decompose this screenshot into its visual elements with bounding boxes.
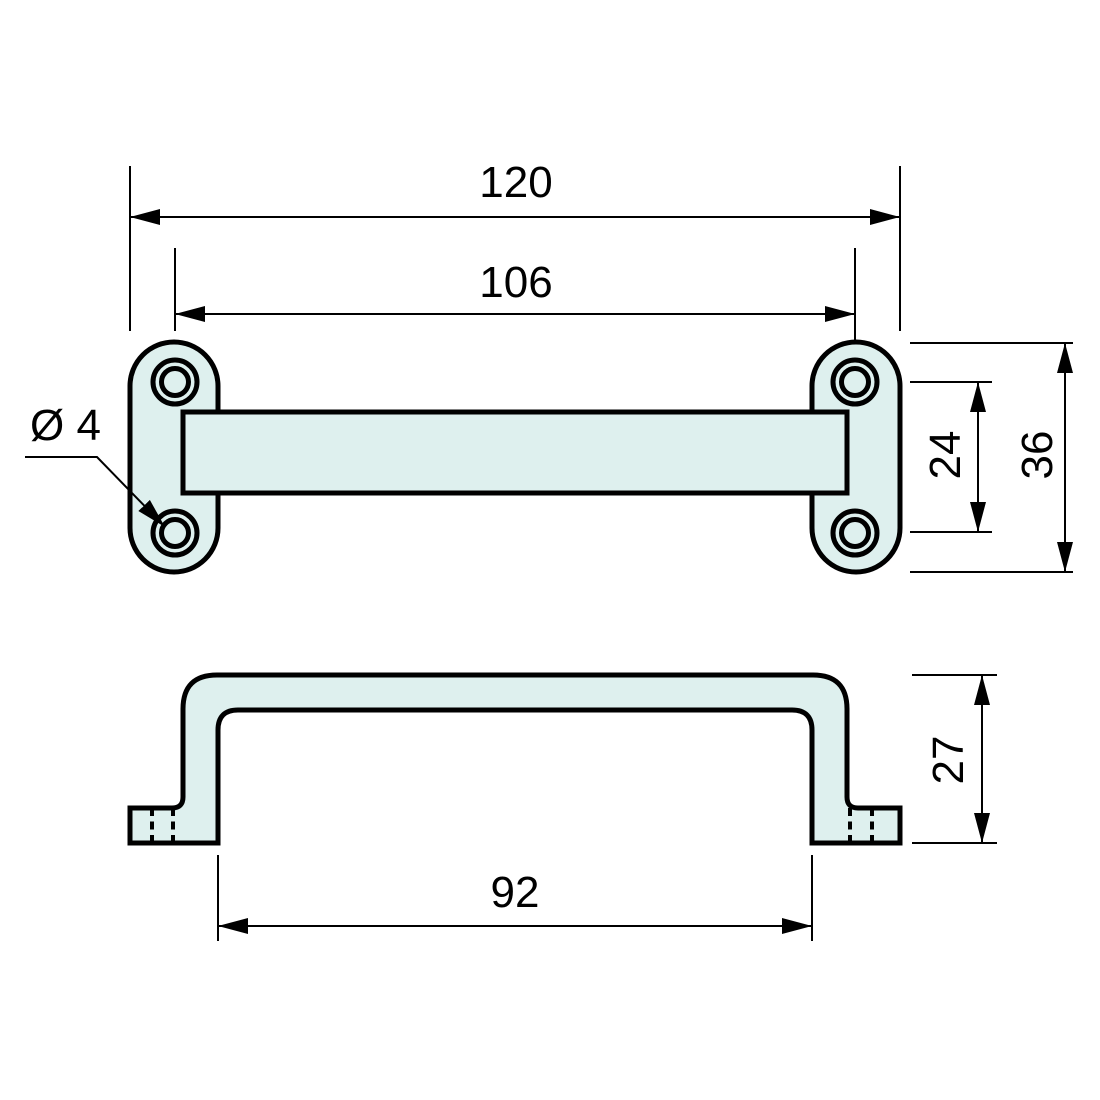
dimension-annotations: 120 106 Ø 4 24 36: [25, 158, 1073, 941]
dimension-hole-spacing-horizontal: 106: [174, 248, 856, 340]
screw-hole-top-left: [150, 357, 200, 407]
dimension-handle-height: 27: [912, 674, 997, 844]
dimension-label-hole-diameter: Ø 4: [30, 401, 101, 450]
dimension-inner-span: 92: [217, 855, 813, 941]
dimension-label-hole-spacing: 106: [479, 258, 552, 307]
handle-side-profile: [127, 672, 903, 846]
top-view: [127, 339, 903, 575]
side-view: [127, 672, 903, 846]
screw-hole-bore: [839, 366, 871, 398]
dimension-label-handle-height: 27: [924, 736, 973, 785]
screw-hole-bottom-left: [150, 508, 200, 558]
dimension-label-inner-span: 92: [491, 868, 540, 917]
leader-line: [25, 456, 166, 528]
screw-hole-top-right: [830, 357, 880, 407]
screw-hole-bore: [839, 517, 871, 549]
part-outlines: [127, 339, 903, 846]
dimension-hole-spacing-vertical: 24: [910, 381, 992, 533]
dimension-plate-height: 36: [910, 342, 1073, 573]
screw-hole-bore: [159, 366, 191, 398]
screw-hole-bore: [159, 517, 191, 549]
screw-hole-bottom-right: [830, 508, 880, 558]
dimension-label-hole-spacing-vertical: 24: [921, 431, 970, 480]
part-geometry: [127, 339, 903, 846]
dimension-overall-width: 120: [129, 158, 901, 331]
hole-diameter-callout: Ø 4: [25, 401, 166, 528]
handle-bar-top-view: [180, 409, 850, 496]
dimension-label-overall-width: 120: [479, 158, 552, 207]
dimension-label-plate-height: 36: [1013, 431, 1062, 480]
